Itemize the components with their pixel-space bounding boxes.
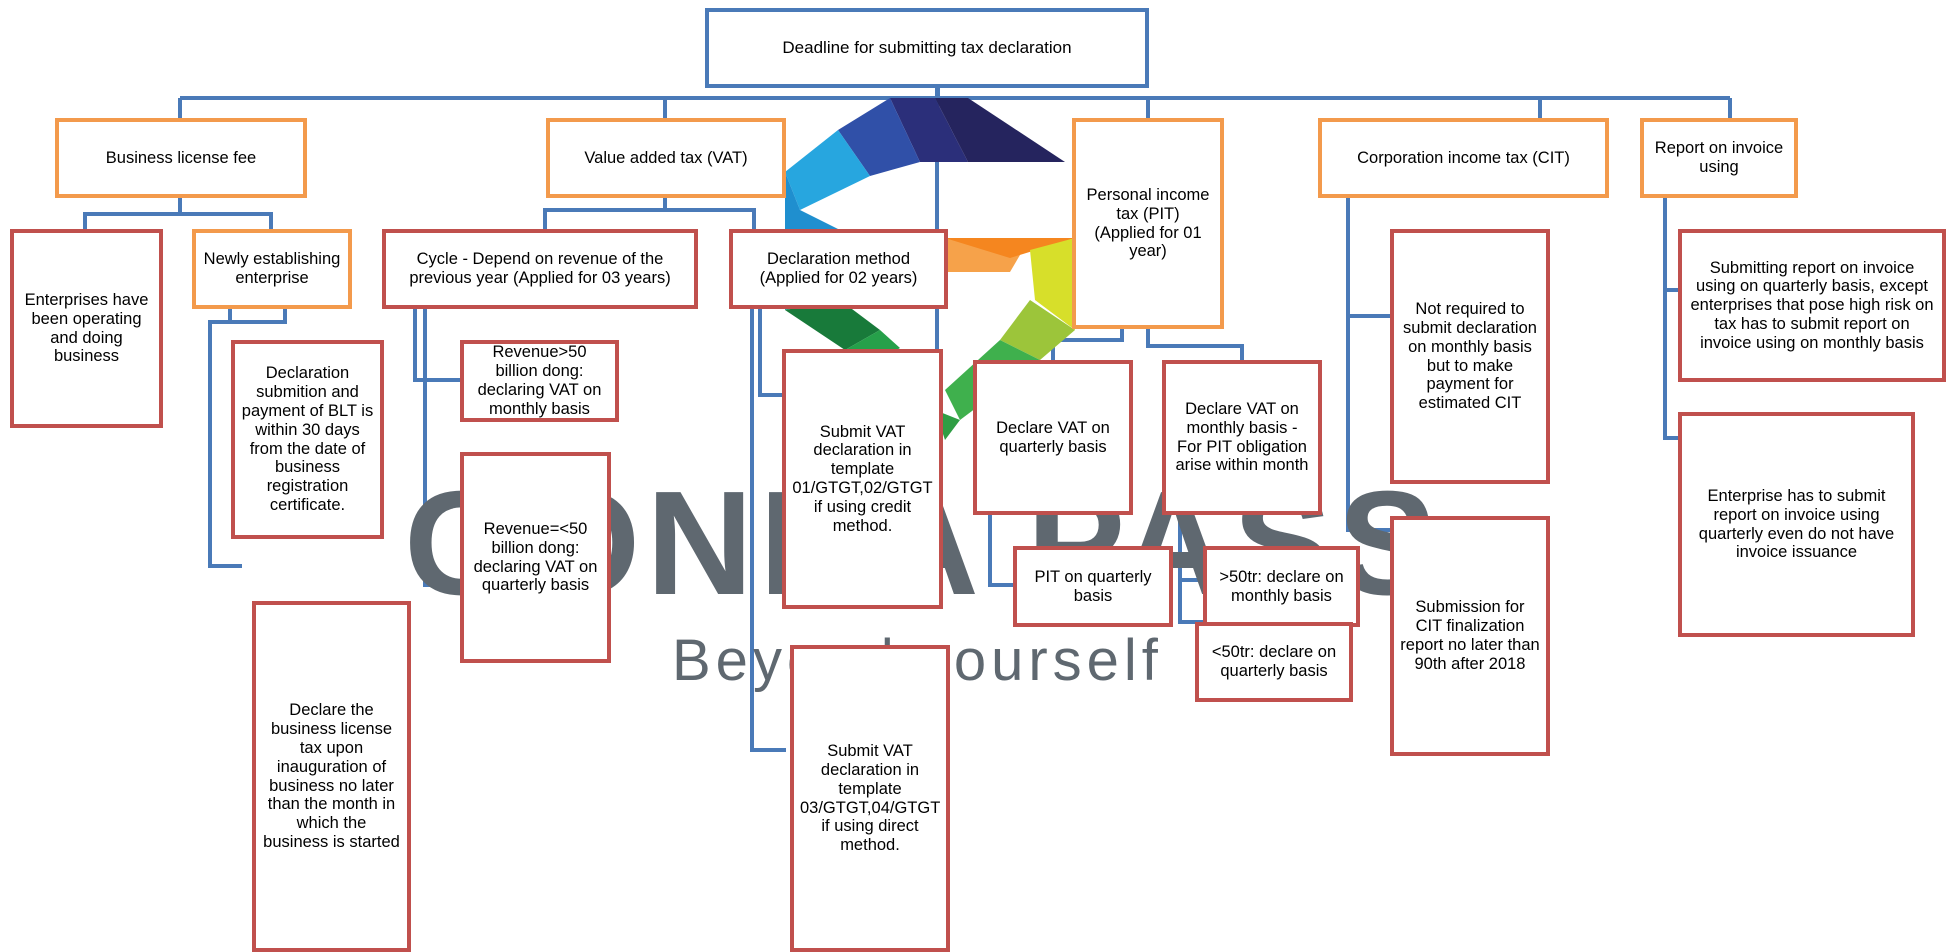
box-vat-credit-method: Submit VAT declaration in template 01/GT… bbox=[782, 349, 943, 609]
category-business-license-fee: Business license fee bbox=[55, 118, 307, 198]
box-newly-establishing-enterprise: Newly establishing enterprise bbox=[192, 229, 352, 309]
box-revenue-over-50-billion: Revenue>50 billion dong: declaring VAT o… bbox=[460, 340, 619, 422]
category-vat: Value added tax (VAT) bbox=[546, 118, 786, 198]
box-declare-on-inauguration: Declare the business license tax upon in… bbox=[252, 601, 411, 952]
box-operating-enterprises: Enterprises have been operating and doin… bbox=[10, 229, 163, 428]
category-invoice-report: Report on invoice using bbox=[1640, 118, 1798, 198]
box-revenue-under-50-billion: Revenue=<50 billion dong: declaring VAT … bbox=[460, 452, 611, 663]
box-invoice-quarterly-basis: Submitting report on invoice using on qu… bbox=[1678, 229, 1946, 382]
box-cit-estimated-payment: Not required to submit declaration on mo… bbox=[1390, 229, 1550, 484]
box-over-50tr-monthly: >50tr: declare on monthly basis bbox=[1203, 546, 1360, 627]
box-under-50tr-quarterly: <50tr: declare on quarterly basis bbox=[1195, 622, 1353, 702]
box-vat-declaration-method: Declaration method (Applied for 02 years… bbox=[729, 229, 948, 309]
category-pit: Personal income tax (PIT) (Applied for 0… bbox=[1072, 118, 1224, 329]
box-declare-vat-quarterly: Declare VAT on quarterly basis bbox=[973, 360, 1133, 515]
box-pit-quarterly-basis: PIT on quarterly basis bbox=[1013, 546, 1173, 627]
box-cit-finalization-report: Submission for CIT finalization report n… bbox=[1390, 516, 1550, 756]
diagram-title: Deadline for submitting tax declaration bbox=[705, 8, 1149, 88]
box-vat-cycle: Cycle - Depend on revenue of the previou… bbox=[382, 229, 698, 309]
box-invoice-no-issuance: Enterprise has to submit report on invoi… bbox=[1678, 412, 1915, 637]
category-cit: Corporation income tax (CIT) bbox=[1318, 118, 1609, 198]
box-blt-declaration-30-days: Declaration submition and payment of BLT… bbox=[231, 340, 384, 539]
box-declare-vat-monthly-pit: Declare VAT on monthly basis - For PIT o… bbox=[1162, 360, 1322, 515]
box-vat-direct-method: Submit VAT declaration in template 03/GT… bbox=[790, 645, 950, 952]
